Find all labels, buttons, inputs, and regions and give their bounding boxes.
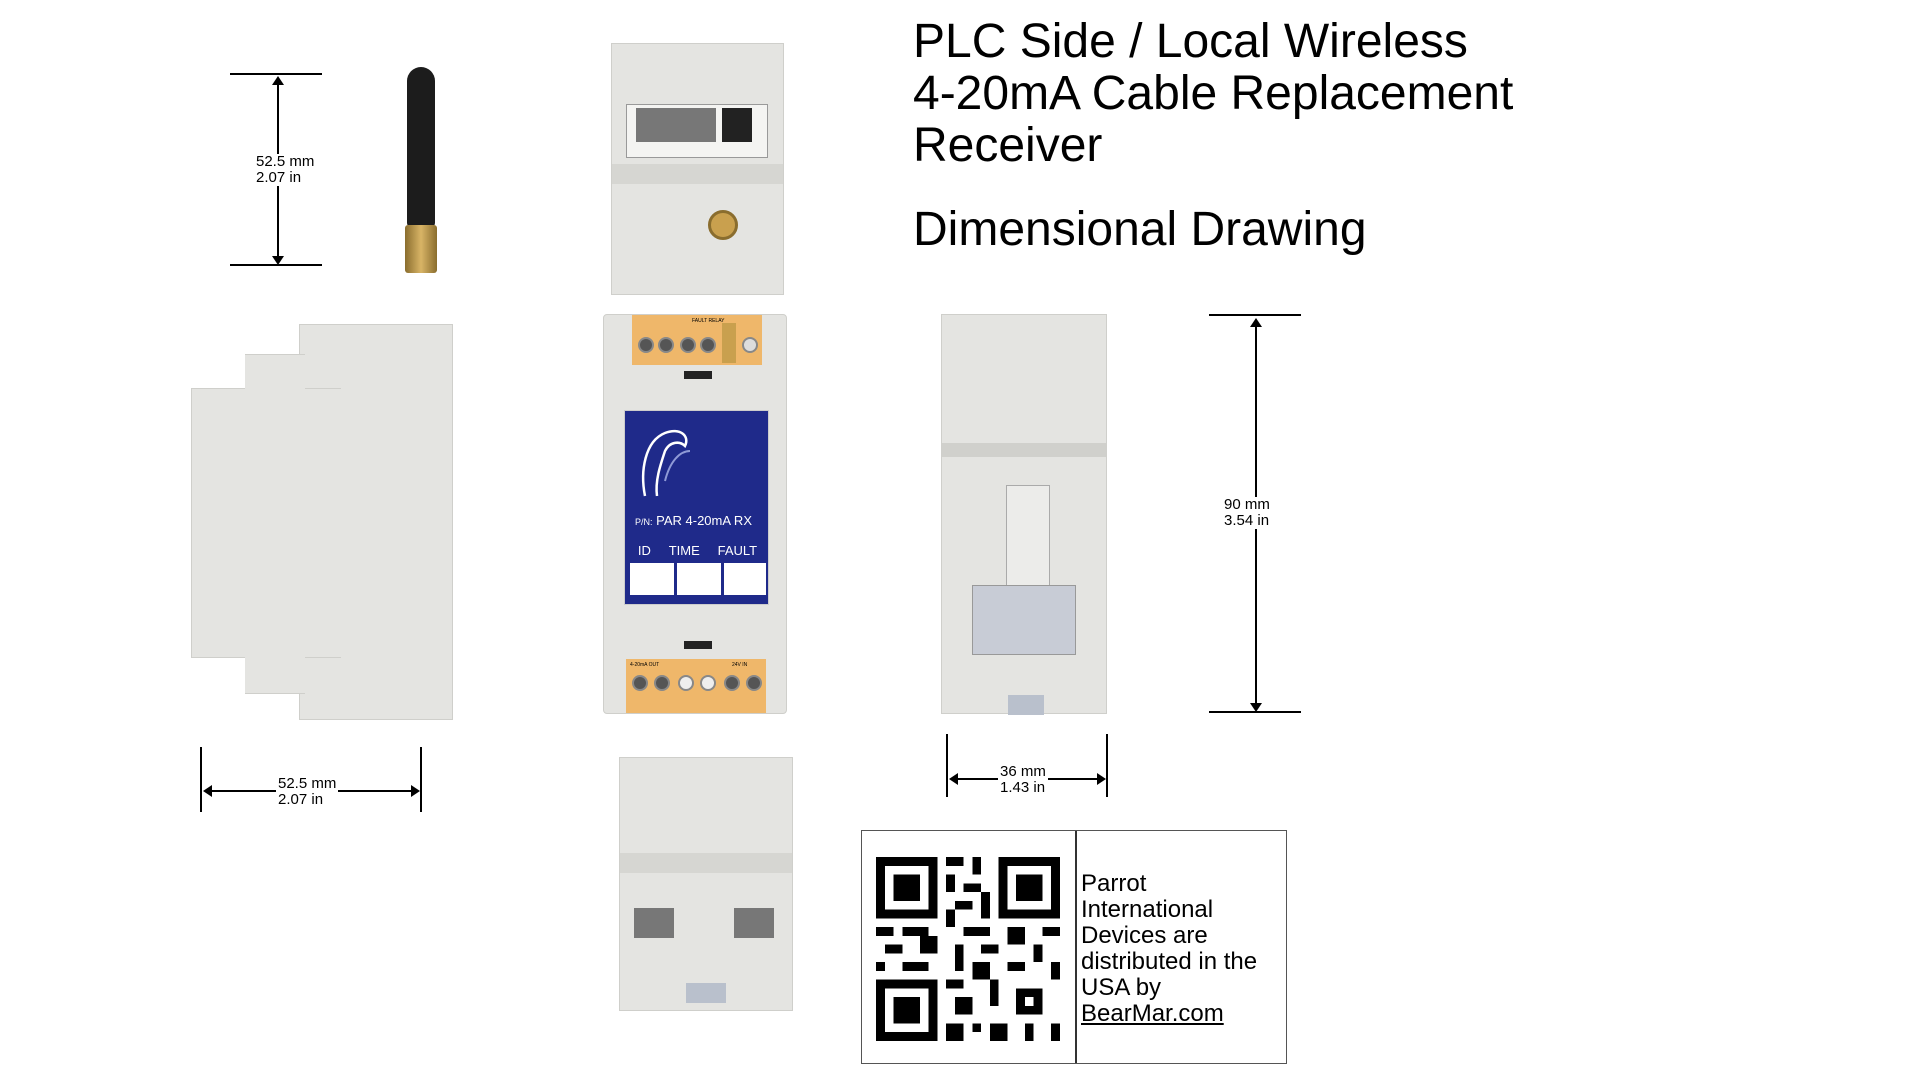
- title-line-2: 4-20mA Cable Replacement: [913, 67, 1514, 120]
- title: PLC Side / Local Wireless 4-20mA Cable R…: [913, 16, 1513, 172]
- device-bottom-view: [619, 757, 793, 1011]
- id-field-label: ID: [637, 543, 651, 558]
- device-top-view: [611, 43, 784, 295]
- parrot-logo-icon: [635, 421, 695, 501]
- part-number-prefix: P/N:: [635, 517, 653, 527]
- dimension-mm: 52.5 mm: [256, 153, 315, 170]
- fault-relay-label: FAULT RELAY: [692, 318, 725, 324]
- title-line-1: PLC Side / Local Wireless: [913, 15, 1468, 68]
- power-terminal-label: 24V IN: [732, 662, 748, 668]
- time-field-label: TIME: [668, 543, 700, 558]
- distributor-line: Devices are: [1081, 922, 1208, 949]
- dimension-mm: 52.5 mm: [278, 775, 337, 792]
- dimension-in: 3.54 in: [1224, 512, 1270, 529]
- dimension-in: 1.43 in: [1000, 779, 1046, 796]
- device-label: P/N: PAR 4-20mA RX ID TIME FAULT: [624, 410, 769, 605]
- distributor-text: Parrot International Devices are distrib…: [1081, 871, 1257, 1027]
- distributor-box: Parrot International Devices are distrib…: [861, 830, 1287, 1064]
- distributor-line: Parrot: [1081, 870, 1147, 897]
- antenna-image: [405, 67, 437, 273]
- device-side-view: [191, 324, 453, 720]
- distributor-line: International: [1081, 896, 1214, 923]
- distributor-line: distributed in the: [1081, 948, 1258, 975]
- part-number: PAR 4-20mA RX: [656, 513, 752, 528]
- dimension-mm: 36 mm: [1000, 763, 1046, 780]
- dimension-in: 2.07 in: [256, 169, 302, 186]
- subtitle: Dimensional Drawing: [913, 203, 1367, 256]
- bearmar-link[interactable]: BearMar.com: [1081, 1000, 1224, 1027]
- qr-code-icon[interactable]: [876, 857, 1060, 1041]
- device-rear-view: [941, 314, 1107, 715]
- sma-connector-icon: [708, 210, 738, 240]
- device-front-view: FAULT RELAY P/N: PAR 4-20mA RX ID TIME F…: [603, 314, 787, 714]
- dimension-mm: 90 mm: [1224, 496, 1270, 513]
- dimension-in: 2.07 in: [278, 791, 324, 808]
- title-line-3: Receiver: [913, 119, 1103, 172]
- fault-field-label: FAULT: [717, 543, 758, 558]
- distributor-line: USA by: [1081, 974, 1162, 1001]
- output-terminal-label: 4-20mA OUT: [630, 662, 660, 668]
